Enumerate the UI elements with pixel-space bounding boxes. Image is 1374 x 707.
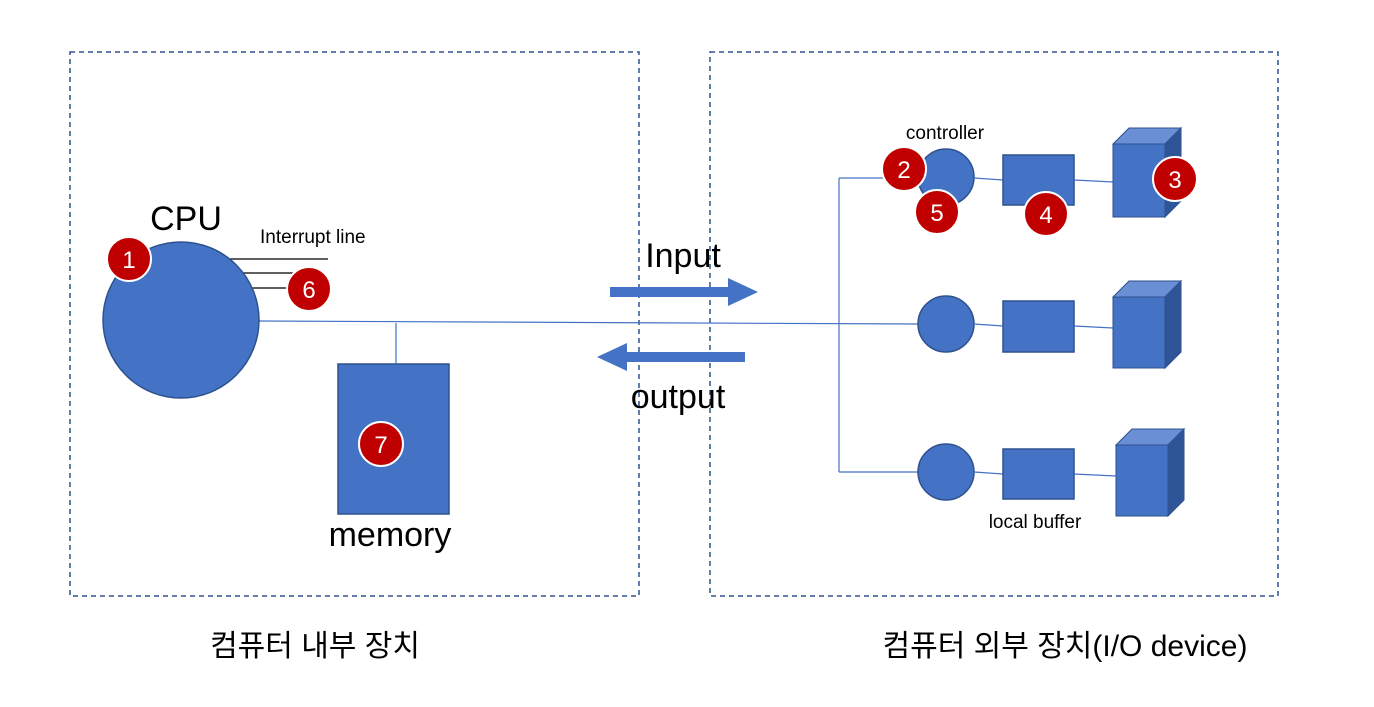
local-buffer-3	[1002, 448, 1075, 500]
output-arrow	[597, 343, 745, 371]
external-devices-region	[709, 51, 1279, 597]
memory-label: memory	[329, 516, 452, 554]
badge-3-text: 3	[1168, 167, 1181, 194]
link-controller-buffer-2	[973, 323, 1004, 327]
internal-devices-region	[69, 51, 640, 597]
internal-devices-caption: 컴퓨터 내부 장치	[210, 630, 420, 663]
badge-4-text: 4	[1039, 202, 1052, 229]
local-buffer-label: local buffer	[989, 512, 1082, 533]
input-label: Input	[645, 237, 721, 275]
cpu-label: CPU	[150, 200, 222, 238]
badge-7: 7	[358, 421, 404, 467]
badge-1: 1	[106, 236, 152, 282]
link-buffer-device-3	[1073, 473, 1117, 477]
badge-6: 6	[286, 266, 332, 312]
cpu-circle	[102, 241, 260, 399]
controller-3	[917, 443, 975, 501]
link-controller-buffer-3	[973, 471, 1004, 475]
badge-2-text: 2	[897, 157, 910, 184]
input-arrow	[610, 278, 758, 306]
io-device-3	[1114, 427, 1186, 518]
link-controller-buffer-1	[973, 177, 1004, 181]
interrupt-line-label: Interrupt line	[260, 227, 366, 248]
badge-5: 5	[914, 189, 960, 235]
badge-2: 2	[881, 146, 927, 192]
system-bus-line	[257, 320, 919, 325]
io-device-2	[1111, 279, 1183, 370]
link-buffer-device-2	[1073, 325, 1114, 329]
controller-label: controller	[906, 123, 985, 144]
output-label: output	[631, 378, 726, 416]
badge-5-text: 5	[930, 200, 943, 227]
controller-2	[917, 295, 975, 353]
badge-4: 4	[1023, 191, 1069, 237]
external-devices-caption: 컴퓨터 외부 장치(I/O device)	[883, 630, 1248, 663]
badge-1-text: 1	[122, 247, 135, 274]
local-buffer-2	[1002, 300, 1075, 353]
badge-7-text: 7	[374, 432, 387, 459]
badge-3: 3	[1152, 156, 1198, 202]
link-buffer-device-1	[1073, 179, 1114, 183]
badge-6-text: 6	[302, 277, 315, 304]
